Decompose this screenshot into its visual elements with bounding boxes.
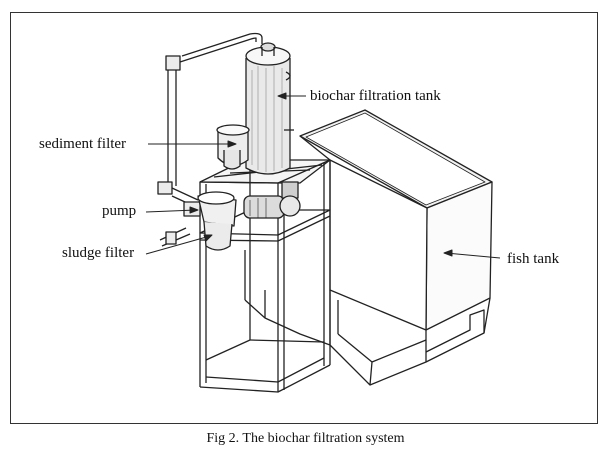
figure-caption: Fig 2. The biochar filtration system [206,431,405,446]
pipes [157,32,263,247]
pump [243,181,301,219]
label-fish-tank: fish tank [507,251,560,267]
fish-tank [244,109,493,386]
biochar-tank [245,42,294,175]
label-sediment-filter: sediment filter [39,136,127,152]
leader-lines [145,92,501,259]
label-pump: pump [102,203,137,219]
sludge-filter [197,191,237,251]
sediment-filter [216,124,250,170]
label-biochar-filtration-tank: biochar filtration tank [310,88,441,104]
rack-stand [199,159,331,393]
label-sludge-filter: sludge filter [62,245,135,261]
